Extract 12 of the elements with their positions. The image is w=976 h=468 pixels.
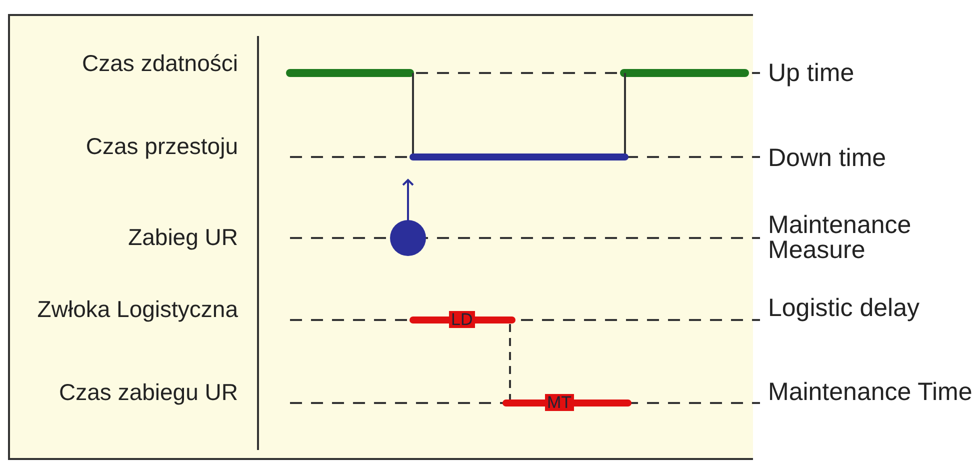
row-label: Czas zdatności [81,52,238,75]
row-label: Zabieg UR [127,226,238,249]
row-label: Zwłoka Logistyczna [36,298,238,321]
row-label: Logistic delay [768,296,920,321]
bar-label: LD [449,311,475,328]
row-label: Down time [768,146,888,171]
row-label: Maintenance Time [768,380,973,405]
row-label: Maintenance Measure [768,213,912,263]
row-label: Up time [768,61,856,86]
row-label: Czas zabiegu UR [58,381,238,404]
bar-label: MT [545,394,574,411]
row-label: Czas przestoju [84,135,238,158]
